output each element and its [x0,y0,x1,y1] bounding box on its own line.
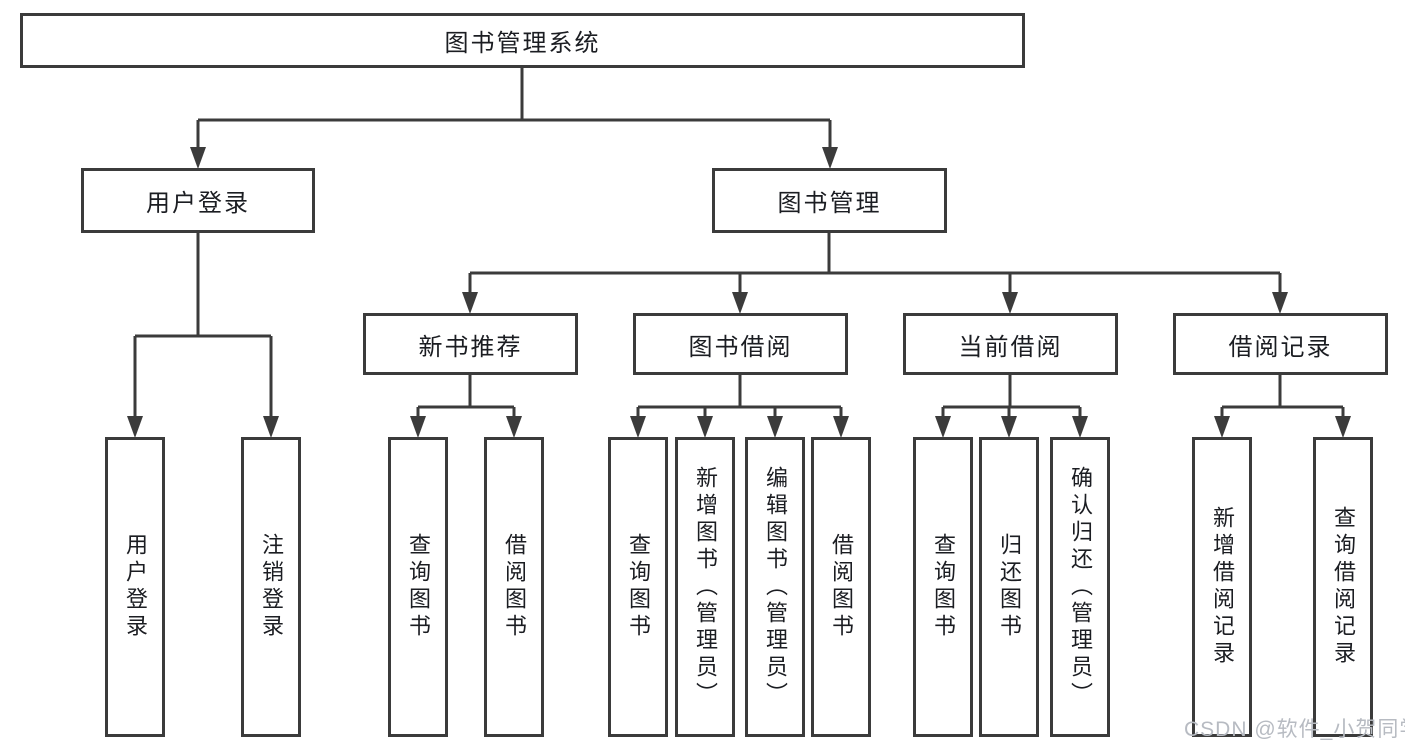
leaf-label: 新增图书（管理员） [693,465,718,709]
leaf-add-books-admin: 新增图书（管理员） [675,437,735,737]
node-borrow-records: 借阅记录 [1173,313,1388,375]
leaf-return-books: 归还图书 [979,437,1039,737]
leaf-borrow-books: 借阅图书 [811,437,871,737]
leaf-label: 查询图书 [406,533,431,641]
arrowheads [127,147,1351,438]
leaf-label: 新增借阅记录 [1210,506,1235,668]
leaf-label: 归还图书 [997,533,1022,641]
node-label: 当前借阅 [958,333,1063,361]
leaf-label: 编辑图书（管理员） [763,465,788,709]
node-current-borrow: 当前借阅 [903,313,1118,375]
csdn-watermark: CSDN @软件_小贺同学 [1184,718,1405,741]
leaf-label: 确认归还（管理员） [1068,465,1093,709]
leaf-label: 查询借阅记录 [1331,506,1356,668]
node-label: 用户登录 [146,190,250,217]
node-user-login: 用户登录 [81,168,315,233]
leaf-query-books-borrow: 查询图书 [608,437,668,737]
leaf-confirm-return-admin: 确认归还（管理员） [1050,437,1110,737]
node-label: 图书管理系统 [444,30,601,57]
node-label: 新书推荐 [418,333,523,361]
leaf-edit-books-admin: 编辑图书（管理员） [745,437,805,737]
leaf-query-books-recommend: 查询图书 [388,437,448,737]
leaf-label: 借阅图书 [502,533,527,641]
leaf-borrow-books-recommend: 借阅图书 [484,437,544,737]
leaf-label: 查询图书 [626,533,651,641]
leaf-user-login: 用户登录 [105,437,165,737]
node-label: 借阅记录 [1228,333,1333,361]
leaf-logout: 注销登录 [241,437,301,737]
leaf-label: 用户登录 [123,533,148,641]
node-book-borrow: 图书借阅 [633,313,848,375]
node-label: 图书借阅 [688,333,793,361]
leaf-label: 查询图书 [931,533,956,641]
leaf-label: 借阅图书 [829,533,854,641]
leaf-query-borrow-record: 查询借阅记录 [1313,437,1373,737]
node-label: 图书管理 [777,190,882,217]
node-root-library-system: 图书管理系统 [20,13,1025,68]
node-book-management: 图书管理 [712,168,947,233]
leaf-add-borrow-record: 新增借阅记录 [1192,437,1252,737]
leaf-query-books-current: 查询图书 [913,437,973,737]
node-new-book-recommend: 新书推荐 [363,313,578,375]
leaf-label: 注销登录 [259,533,284,641]
